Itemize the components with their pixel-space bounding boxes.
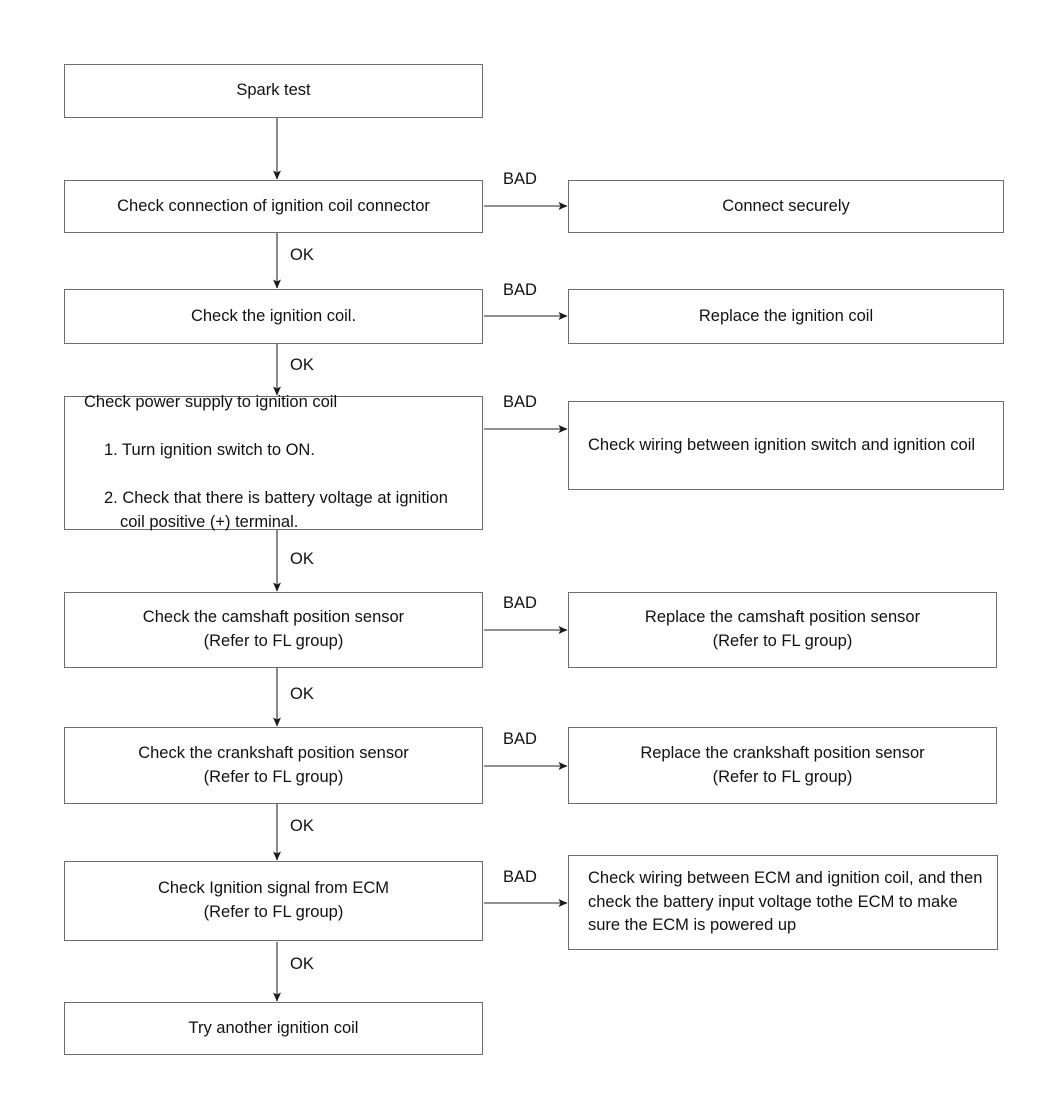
node-check-ignition-signal-ecm-label: Check Ignition signal from ECM (Refer to… xyxy=(157,879,390,921)
bad-branch-arrows xyxy=(484,202,568,907)
edge-label-ok-4: OK xyxy=(290,685,314,703)
edge-label-ok-5: OK xyxy=(290,817,314,835)
node-try-another-coil[interactable]: Try another ignition coil xyxy=(64,1002,483,1055)
node-check-power-supply-step-1: 1. Turn ignition switch to ON. xyxy=(104,441,315,460)
node-connect-securely-label: Connect securely xyxy=(722,196,850,215)
node-check-power-supply-title: Check power supply to ignition coil xyxy=(84,393,338,412)
edge-label-ok-3: OK xyxy=(290,550,314,568)
node-connect-securely[interactable]: Connect securely xyxy=(568,180,1004,233)
edge-label-bad-1: BAD xyxy=(503,170,537,188)
node-check-wiring-ignition-switch-label: Check wiring between ignition switch and… xyxy=(588,435,976,454)
node-check-power-supply-step-2: 2. Check that there is battery voltage a… xyxy=(104,488,448,531)
node-check-wiring-ecm-label: Check wiring between ECM and ignition co… xyxy=(588,868,983,935)
node-replace-camshaft-sensor[interactable]: Replace the camshaft position sensor (Re… xyxy=(568,592,997,668)
node-check-connection[interactable]: Check connection of ignition coil connec… xyxy=(64,180,483,233)
node-check-ignition-coil-label: Check the ignition coil. xyxy=(190,306,357,325)
node-spark-test[interactable]: Spark test xyxy=(64,64,483,118)
node-check-wiring-ignition-switch[interactable]: Check wiring between ignition switch and… xyxy=(568,401,1004,490)
edge-label-ok-2: OK xyxy=(290,356,314,374)
node-replace-ignition-coil[interactable]: Replace the ignition coil xyxy=(568,289,1004,344)
edge-label-bad-4: BAD xyxy=(503,594,537,612)
edge-label-bad-2: BAD xyxy=(503,281,537,299)
node-check-crankshaft-sensor-label: Check the crankshaft position sensor (Re… xyxy=(138,743,409,786)
node-try-another-coil-label: Try another ignition coil xyxy=(188,1018,359,1037)
node-replace-camshaft-sensor-label: Replace the camshaft position sensor (Re… xyxy=(644,608,921,650)
edge-label-bad-3: BAD xyxy=(503,393,537,411)
edge-label-ok-1: OK xyxy=(290,246,314,264)
node-check-power-supply-body: Check power supply to ignition coil 1. T… xyxy=(65,367,482,558)
node-replace-crankshaft-sensor[interactable]: Replace the crankshaft position sensor (… xyxy=(568,727,997,804)
node-check-power-supply[interactable]: Check power supply to ignition coil 1. T… xyxy=(64,393,483,531)
node-check-ignition-signal-ecm[interactable]: Check Ignition signal from ECM (Refer to… xyxy=(64,861,483,941)
node-check-camshaft-sensor-label: Check the camshaft position sensor (Refe… xyxy=(142,608,405,650)
node-check-camshaft-sensor[interactable]: Check the camshaft position sensor (Refe… xyxy=(64,592,483,668)
node-check-ignition-coil[interactable]: Check the ignition coil. xyxy=(64,289,483,344)
edge-label-bad-6: BAD xyxy=(503,868,537,886)
node-check-wiring-ecm[interactable]: Check wiring between ECM and ignition co… xyxy=(568,855,998,950)
node-replace-crankshaft-sensor-label: Replace the crankshaft position sensor (… xyxy=(640,743,925,786)
edge-label-ok-6: OK xyxy=(290,955,314,973)
node-check-crankshaft-sensor[interactable]: Check the crankshaft position sensor (Re… xyxy=(64,727,483,804)
edge-label-bad-5: BAD xyxy=(503,730,537,748)
node-replace-ignition-coil-label: Replace the ignition coil xyxy=(698,306,874,325)
node-check-connection-label: Check connection of ignition coil connec… xyxy=(117,196,430,215)
node-spark-test-label: Spark test xyxy=(236,81,311,100)
